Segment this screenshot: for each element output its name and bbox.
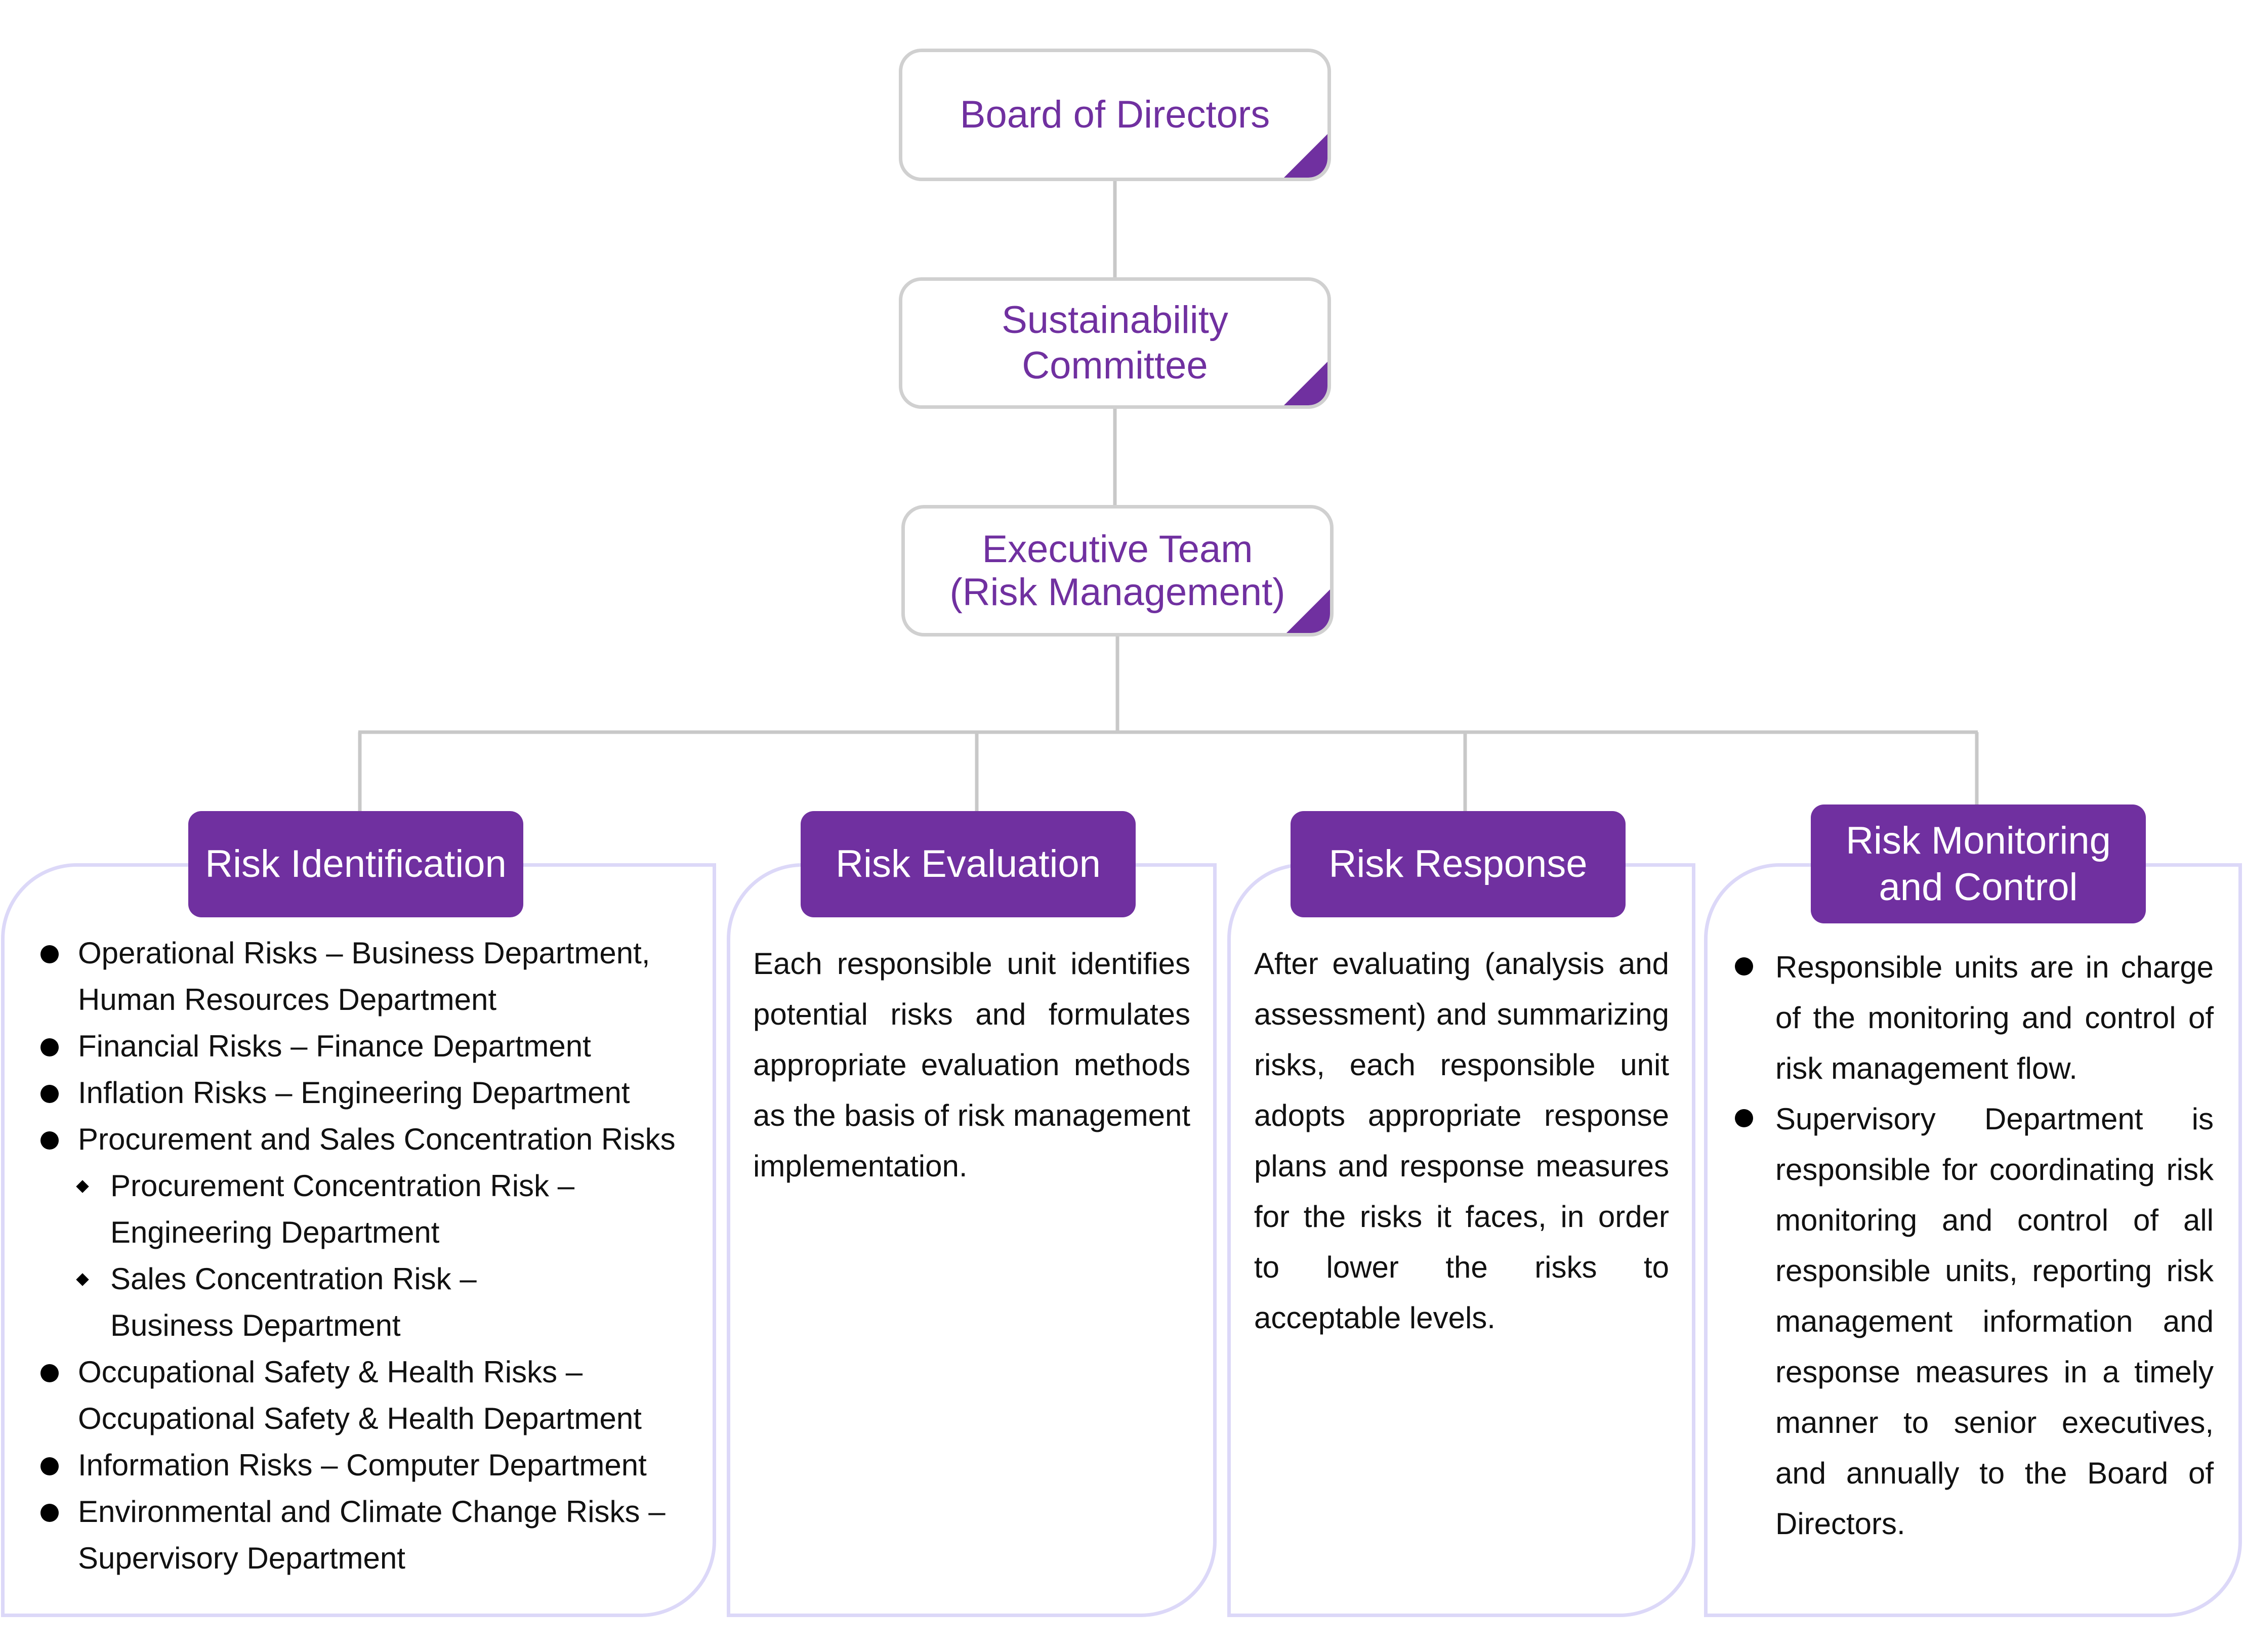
risk-monitoring-panel: [1704, 863, 2242, 1617]
risk-response-title: Risk Response: [1328, 842, 1588, 886]
bullet-dot-icon: [1735, 957, 1753, 976]
executive-label-line-2: (Risk Management): [949, 571, 1285, 614]
bullet-dot-icon: [40, 945, 59, 963]
list-item: Information Risks – Computer Department: [38, 1442, 707, 1489]
list-item: Financial Risks – Finance Department: [38, 1023, 707, 1070]
risk-evaluation-panel: [727, 863, 1217, 1617]
board-of-directors-label: Board of Directors: [960, 93, 1270, 137]
list-item: Operational Risks – Business Department,…: [38, 930, 707, 1023]
bullet-diamond-icon: [76, 1273, 89, 1286]
committee-label-line-2: Committee: [1022, 344, 1208, 387]
bullet-dot-icon: [40, 1038, 59, 1056]
box-corner-marker: [1283, 361, 1327, 405]
bullet-dot-icon: [40, 1457, 59, 1475]
executive-team-box: Executive Team (Risk Management): [901, 505, 1334, 637]
bullet-dot-icon: [40, 1131, 59, 1150]
bullet-diamond-icon: [76, 1180, 89, 1193]
bullet-dot-icon: [40, 1085, 59, 1103]
risk-response-header: Risk Response: [1291, 811, 1626, 917]
risk-monitoring-title-line-1: Risk Monitoring: [1846, 819, 2111, 863]
list-item: Inflation Risks – Engineering Department: [38, 1070, 707, 1116]
list-item: Environmental and Climate Change Risks –…: [38, 1489, 707, 1582]
bullet-dot-icon: [40, 1364, 59, 1382]
sub-list-item: Procurement Concentration Risk – Enginee…: [38, 1163, 707, 1256]
risk-identification-header: Risk Identification: [188, 811, 523, 917]
committee-label-line-1: Sustainability: [1002, 299, 1228, 342]
risk-monitoring-list: Responsible units are in charge of the m…: [1735, 942, 2214, 1549]
sub-list-item: Sales Concentration Risk – Business Depa…: [38, 1256, 707, 1349]
risk-identification-title: Risk Identification: [205, 842, 507, 886]
risk-identification-list: Operational Risks – Business Department,…: [38, 930, 707, 1582]
risk-response-panel: [1227, 863, 1695, 1617]
bullet-dot-icon: [40, 1504, 59, 1522]
risk-evaluation-text: Each responsible unit identifies potenti…: [753, 947, 1190, 1183]
box-corner-marker: [1286, 589, 1330, 633]
risk-response-text: After evaluating (analysis and assessmen…: [1254, 947, 1669, 1335]
list-item: Responsible units are in charge of the m…: [1735, 942, 2214, 1094]
list-item: Procurement and Sales Concentration Risk…: [38, 1116, 707, 1163]
executive-label-line-1: Executive Team: [982, 527, 1253, 571]
risk-evaluation-header: Risk Evaluation: [801, 811, 1136, 917]
list-item: Occupational Safety & Health Risks – Occ…: [38, 1349, 707, 1442]
board-of-directors-box: Board of Directors: [899, 49, 1331, 181]
sustainability-committee-box: Sustainability Committee: [899, 277, 1331, 409]
box-corner-marker: [1283, 134, 1327, 178]
risk-monitoring-title-line-2: and Control: [1879, 865, 2078, 909]
bullet-dot-icon: [1735, 1109, 1753, 1127]
list-item: Supervisory Department is responsible fo…: [1735, 1094, 2214, 1549]
risk-evaluation-title: Risk Evaluation: [836, 842, 1101, 886]
risk-monitoring-header: Risk Monitoring and Control: [1811, 804, 2146, 923]
